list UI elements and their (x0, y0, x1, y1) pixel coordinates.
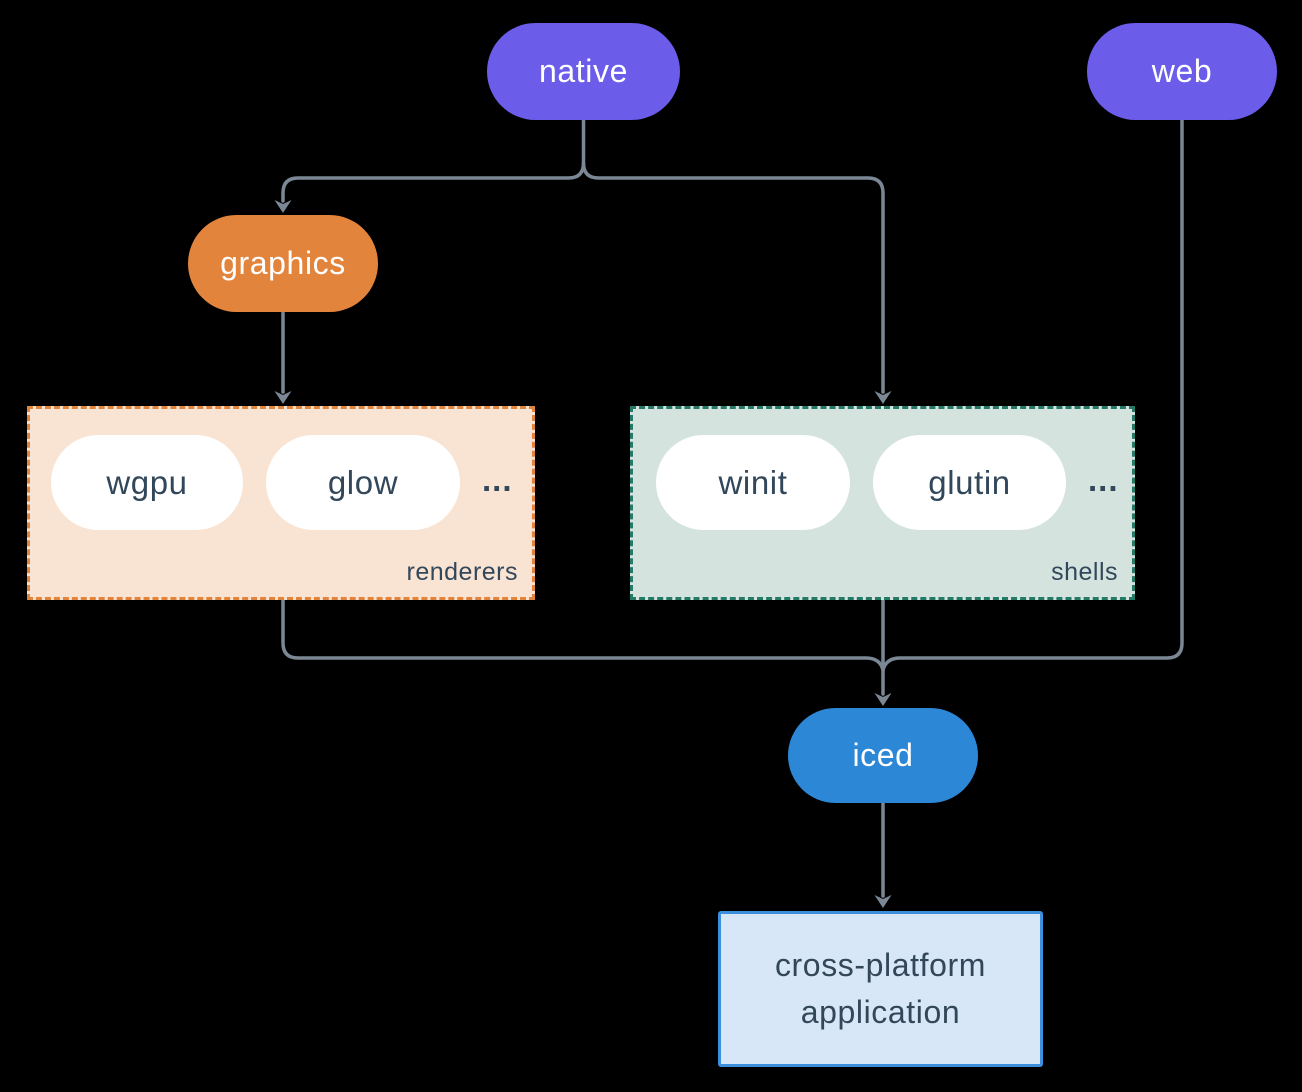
arrowhead-into-graphics (274, 200, 292, 213)
node-winit-label: winit (718, 463, 788, 501)
node-native: native (487, 23, 680, 120)
node-iced: iced (788, 708, 978, 803)
node-glow-label: glow (327, 463, 399, 501)
connector-web-to-iced (881, 118, 1184, 672)
node-graphics: graphics (188, 215, 378, 312)
renderers-group-label: renderers (406, 558, 518, 586)
node-native-label: native (539, 53, 628, 89)
arrowhead-into-shells (874, 391, 892, 404)
shells-group-label: shells (1051, 558, 1118, 586)
node-glutin: glutin (873, 435, 1066, 530)
renderers-ellipsis: ... (482, 461, 513, 498)
node-wgpu-label: wgpu (106, 463, 188, 501)
arrowhead-into-application (874, 895, 892, 908)
application-label-line2: application (800, 994, 961, 1030)
shells-ellipsis: ... (1088, 461, 1119, 498)
connector-native-to-graphics (281, 118, 586, 203)
arrowhead-into-iced (874, 693, 892, 706)
node-winit: winit (656, 435, 850, 530)
group-renderers: wgpu glow ... renderers (27, 406, 535, 600)
connector-native-to-shells (581, 161, 885, 394)
connector-renderers-to-iced (281, 598, 885, 672)
node-web-label: web (1151, 53, 1213, 89)
node-glutin-label: glutin (928, 463, 1011, 501)
node-cross-platform-application: cross-platform application (718, 911, 1043, 1067)
node-graphics-label: graphics (220, 245, 346, 281)
arrowhead-into-renderers (274, 391, 292, 404)
application-label-line1: cross-platform (774, 946, 987, 983)
node-web: web (1087, 23, 1277, 120)
group-shells: winit glutin ... shells (630, 406, 1135, 600)
node-iced-label: iced (852, 737, 914, 773)
node-wgpu: wgpu (51, 435, 243, 530)
node-glow: glow (266, 435, 460, 530)
